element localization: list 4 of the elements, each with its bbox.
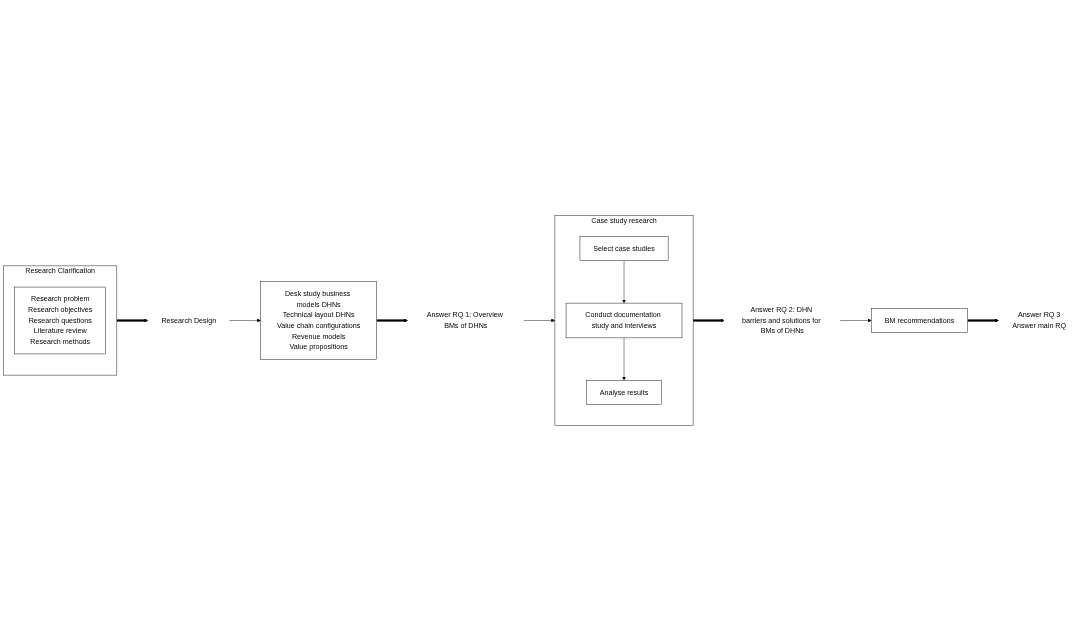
arrow [967, 318, 999, 323]
arrow [376, 318, 408, 323]
arrow [116, 318, 149, 323]
arrow [693, 318, 725, 323]
